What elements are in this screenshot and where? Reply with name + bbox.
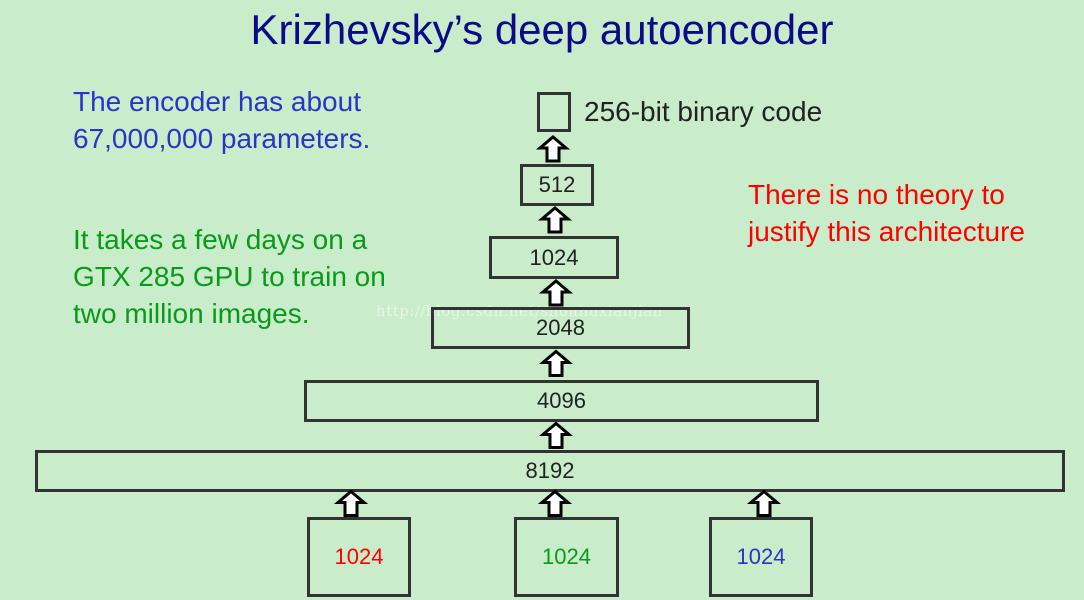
input-3-label: 1024 <box>736 544 786 569</box>
input-box-2: 1024 <box>514 517 619 597</box>
layer-8192-box: 8192 <box>35 450 1065 492</box>
input-2-label: 1024 <box>542 544 591 569</box>
input-1-label: 1024 <box>334 544 384 569</box>
arrow-up-icon <box>538 421 574 449</box>
watermark-text: http://blog.csdn.net/shouhuxianjian <box>376 302 663 320</box>
training-time-note: It takes a few days on a GTX 285 GPU to … <box>73 224 386 329</box>
layer-4096-label: 4096 <box>537 388 586 413</box>
layer-8192-label: 8192 <box>525 458 575 483</box>
layer-512-label: 512 <box>538 172 576 197</box>
layer-1024-box: 1024 <box>489 236 619 279</box>
theory-note: There is no theory to justify this archi… <box>748 179 1025 247</box>
layer-2048-box: 2048 <box>431 307 690 349</box>
encoder-params-note: The encoder has about 67,000,000 paramet… <box>73 86 371 154</box>
arrow-up-icon <box>333 489 369 517</box>
arrow-up-icon <box>537 489 573 517</box>
diagram-title: Krizhevsky’s deep autoencoder <box>250 6 834 53</box>
input-box-3: 1024 <box>709 517 813 597</box>
arrow-up-icon <box>746 489 782 517</box>
arrow-up-icon <box>538 349 574 377</box>
arrow-up-icon <box>535 135 571 163</box>
arrow-up-icon <box>537 206 573 234</box>
arrow-up-icon <box>538 279 574 307</box>
layer-2048-label: 2048 <box>536 315 585 340</box>
input-box-1: 1024 <box>307 517 411 597</box>
binary-code-box <box>537 92 571 132</box>
layer-512-box: 512 <box>520 164 594 206</box>
layer-4096-box: 4096 <box>304 380 819 422</box>
binary-code-label: 256-bit binary code <box>584 96 823 127</box>
layer-1024-label: 1024 <box>529 244 579 270</box>
